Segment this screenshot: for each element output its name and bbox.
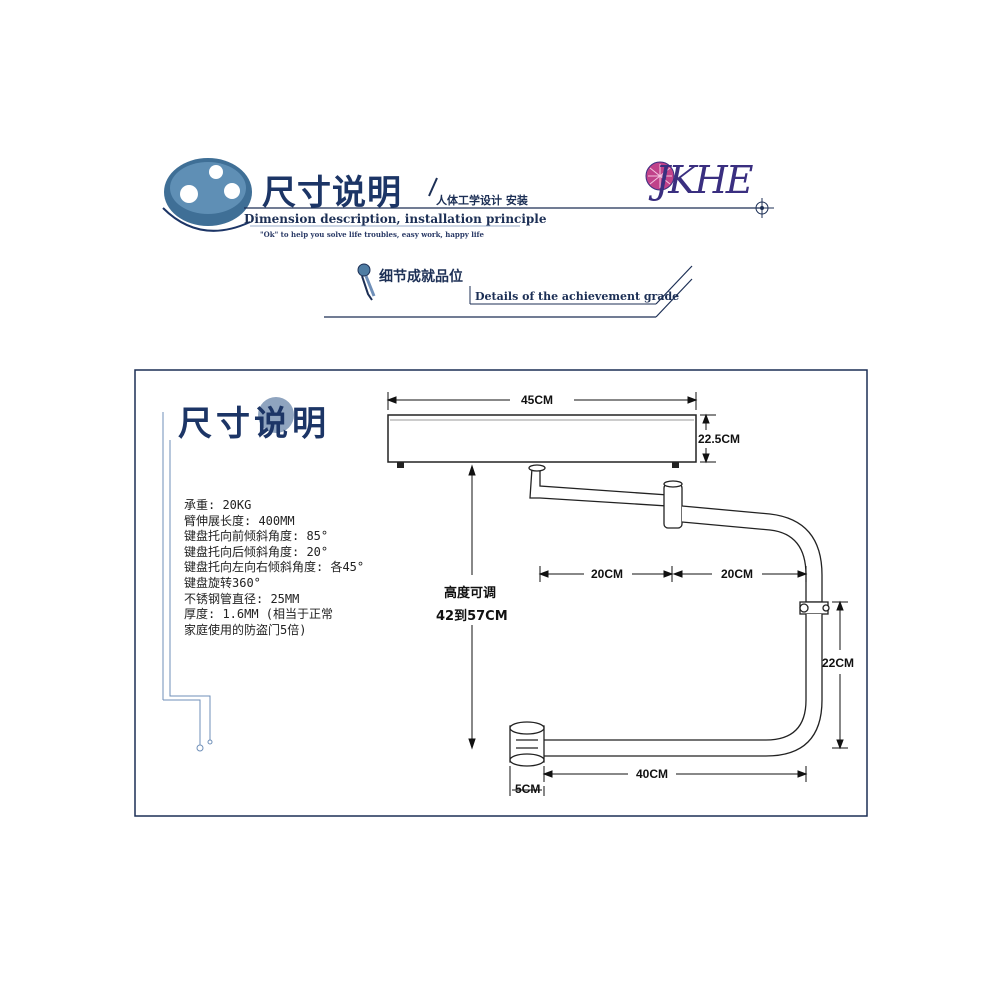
keyboard-tray <box>387 414 697 468</box>
detail-banner-chinese: 细节成就品位 <box>379 269 463 285</box>
spec-item: 承重: 20KG <box>184 498 252 512</box>
crosshair-icon <box>752 198 774 218</box>
dim-height-range: 42到57CM <box>436 609 508 624</box>
dim-drop: 22CM <box>822 656 855 670</box>
arm-assembly <box>509 464 830 767</box>
banner-title: 尺寸说明 <box>262 173 402 213</box>
banner-english: Dimension description, installation prin… <box>244 212 547 226</box>
spec-item: 键盘托向后倾斜角度: 20° <box>184 544 329 559</box>
banner-emblem <box>162 158 252 232</box>
dim-clamp: 5CM <box>515 782 541 796</box>
banner-tagline: "Ok" to help you solve life troubles, ea… <box>260 230 485 239</box>
dim-arm-segment-1: 20CM <box>591 567 624 581</box>
logo-ball <box>645 161 675 191</box>
dim-height-label: 高度可调 <box>444 586 497 601</box>
title-highlight <box>258 397 294 433</box>
spec-item: 厚度: 1.6MM (相当于正常 <box>184 607 334 622</box>
dim-tray-width: 45CM <box>521 393 554 407</box>
dim-tray-height: 22.5CM <box>698 432 741 446</box>
spec-item: 键盘旋转360° <box>184 575 261 590</box>
dimension-lines <box>386 392 848 796</box>
spec-item: 键盘托向前倾斜角度: 85° <box>184 529 329 544</box>
brand-logo: JKHE <box>655 158 753 202</box>
dim-base-arm: 40CM <box>636 767 669 781</box>
detail-banner-english: Details of the achievement grade <box>475 290 680 303</box>
spec-item: 键盘托向左向右倾斜角度: 各45° <box>184 560 365 575</box>
banner-subtitle: 人体工学设计 安装 <box>436 194 528 207</box>
detail-banner-graphics <box>324 265 693 318</box>
panel-title: 尺寸说明 <box>178 404 330 444</box>
spec-list: 承重: 20KG 臂伸展长度: 400MM 键盘托向前倾斜角度: 85° 键盘托… <box>184 498 364 638</box>
banner-rules <box>244 177 760 227</box>
spec-item: 臂伸展长度: 400MM <box>184 513 295 528</box>
panel-left-lines <box>162 412 213 752</box>
spec-item: 不锈钢管直径: 25MM <box>184 591 300 606</box>
dim-arm-segment-2: 20CM <box>721 567 754 581</box>
pushpin-icon <box>357 263 376 301</box>
spec-item: 家庭使用的防盗门5倍) <box>184 622 307 637</box>
